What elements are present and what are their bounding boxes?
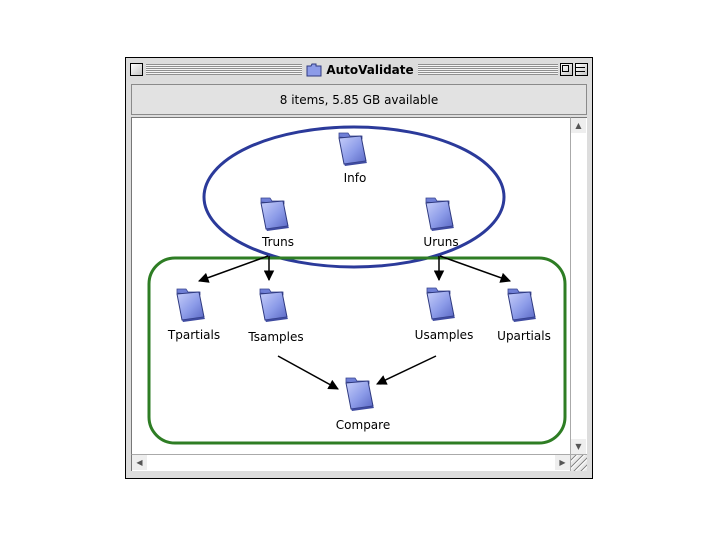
folder-label: Truns bbox=[261, 235, 294, 249]
arrow-truns-tpartials bbox=[198, 255, 269, 283]
folder-label: Tpartials bbox=[167, 328, 220, 342]
scroll-up-arrow-icon[interactable]: ▲ bbox=[571, 118, 586, 133]
folder-tsamples[interactable]: Tsamples bbox=[247, 288, 304, 344]
folder-icon bbox=[260, 197, 290, 232]
folder-info[interactable]: Info bbox=[338, 132, 368, 185]
title-bar-stripes-left bbox=[146, 64, 302, 75]
horizontal-scrollbar[interactable]: ◀ ▶ bbox=[131, 454, 570, 471]
status-text: 8 items, 5.85 GB available bbox=[279, 92, 439, 107]
folder-tpartials[interactable]: Tpartials bbox=[167, 288, 220, 342]
folder-label: Tsamples bbox=[247, 330, 303, 344]
scroll-right-arrow-icon[interactable]: ▶ bbox=[555, 455, 570, 470]
arrow-uruns-upartials bbox=[439, 255, 511, 283]
scroll-left-arrow-icon[interactable]: ◀ bbox=[132, 455, 147, 470]
folder-upartials[interactable]: Upartials bbox=[497, 288, 551, 343]
folder-label: Compare bbox=[336, 418, 390, 432]
window-title-text: AutoValidate bbox=[326, 63, 414, 77]
folder-icon bbox=[425, 197, 455, 232]
window-title: AutoValidate bbox=[304, 60, 416, 80]
folder-uruns[interactable]: Uruns bbox=[423, 197, 459, 249]
folder-truns[interactable]: Truns bbox=[260, 197, 294, 249]
folder-label: Upartials bbox=[497, 329, 551, 343]
arrow-usamples-compare bbox=[376, 355, 437, 385]
collapse-box-icon[interactable] bbox=[575, 63, 588, 76]
resize-grow-box[interactable] bbox=[570, 454, 587, 471]
folder-icon bbox=[345, 377, 375, 412]
folder-label: Uruns bbox=[423, 235, 458, 249]
status-header: 8 items, 5.85 GB available bbox=[131, 84, 587, 115]
folder-compare[interactable]: Compare bbox=[336, 377, 390, 432]
zoom-box-icon[interactable] bbox=[560, 63, 573, 76]
folder-label: Usamples bbox=[415, 328, 474, 342]
folder-icon bbox=[306, 63, 322, 77]
folder-icon bbox=[426, 287, 456, 322]
runs-group-ellipse bbox=[202, 125, 506, 269]
folder-icon bbox=[338, 132, 368, 167]
title-bar-stripes-right bbox=[418, 64, 558, 75]
folder-usamples[interactable]: Usamples bbox=[415, 287, 474, 342]
folder-label: Info bbox=[344, 171, 367, 185]
close-box-icon[interactable] bbox=[130, 63, 143, 76]
vertical-scrollbar[interactable]: ▲ ▼ bbox=[570, 117, 587, 454]
title-bar[interactable]: AutoValidate bbox=[126, 58, 592, 82]
folder-icon bbox=[507, 288, 537, 323]
folder-icon bbox=[259, 288, 289, 323]
scroll-down-arrow-icon[interactable]: ▼ bbox=[571, 439, 586, 454]
folder-icon bbox=[176, 288, 206, 323]
arrow-tsamples-compare bbox=[277, 355, 339, 390]
analysis-group-rect bbox=[147, 256, 567, 445]
